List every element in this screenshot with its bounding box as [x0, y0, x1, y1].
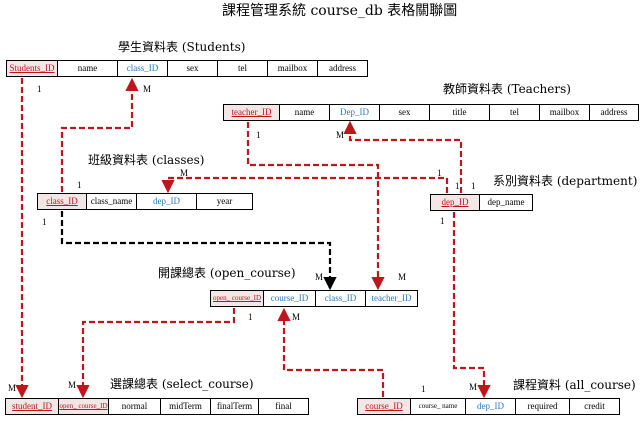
teachers-table-title: 教師資料表 (Teachers): [443, 82, 571, 96]
card-open-course-many: M: [292, 312, 301, 322]
card-dep-one-b: 1: [455, 181, 460, 191]
open-course-field-class-id: class_ID: [315, 291, 365, 306]
link-department-to-teachers: [343, 120, 463, 193]
card-classes-one-top: 1: [77, 180, 82, 190]
open-course-field-teacher-id: teacher_ID: [365, 291, 417, 306]
card-open-teacher-many: M: [398, 272, 407, 282]
select-course-field-normal: normal: [108, 399, 160, 414]
teachers-field-address: address: [589, 105, 638, 120]
students-field-students-id: Students_ID: [7, 61, 57, 76]
card-open-one: 1: [248, 312, 253, 322]
students-field-tel: tel: [217, 61, 267, 76]
open-course-field-course-id: course_ID: [263, 291, 315, 306]
students-field-address: address: [317, 61, 367, 76]
select-course-field-finalterm: finalTerm: [210, 399, 258, 414]
all-course-field-required: required: [515, 399, 569, 414]
department-field-dep-name: dep_name: [479, 195, 532, 210]
classes-field-dep-id: dep_ID: [136, 194, 196, 209]
card-classes-one-left: 1: [42, 217, 47, 227]
link-all-course-to-open-course: [277, 307, 385, 397]
teachers-field-name: name: [279, 105, 329, 120]
link-open-course-to-select-course: [76, 308, 236, 399]
teachers-field-mailbox: mailbox: [539, 105, 589, 120]
teachers-field-dep-id: Dep_ID: [329, 105, 379, 120]
all-course-field-course-id: course_ID: [358, 399, 410, 414]
teachers-field-tel: tel: [489, 105, 539, 120]
classes-table-title: 班級資料表 (classes): [88, 153, 205, 167]
open-course-field-open-course-id: open_ course_ID: [211, 291, 263, 306]
classes-field-class-id: class_ID: [38, 194, 86, 209]
select-course-table-title: 選課總表 (select_course): [110, 377, 254, 391]
teachers-field-teacher-id: teacher_ID: [224, 105, 279, 120]
department-field-dep-id: dep_ID: [431, 195, 479, 210]
classes-field-class-name: class_name: [86, 194, 136, 209]
teachers-field-sex: sex: [379, 105, 429, 120]
all-course-table-title: 課程資料 (all_course): [513, 378, 636, 392]
classes-field-year: year: [196, 194, 252, 209]
open-course-table-title: 開課總表 (open_course): [158, 266, 296, 280]
all-course-field-dep-id: dep_ID: [465, 399, 515, 414]
select-course-field-midterm: midTerm: [160, 399, 210, 414]
select-course-field-student-id: student_ID: [6, 399, 58, 414]
students-field-mailbox: mailbox: [267, 61, 317, 76]
card-all-course-one: 1: [421, 384, 426, 394]
select-course-field-open-course-id: open_ course_ID: [58, 399, 108, 414]
card-dep-one-d: 1: [440, 216, 445, 226]
card-students-many: M: [143, 84, 152, 94]
card-select-student-many: M: [8, 383, 17, 393]
diagram-title: 課程管理系統 course_db 表格關聯圖: [222, 3, 458, 19]
link-department-to-all-course: [452, 212, 491, 399]
department-table-title: 系別資料表 (department): [493, 174, 638, 188]
students-table-title: 學生資料表 (Students): [118, 40, 246, 54]
all-course-field-course-name: course_ name: [410, 399, 465, 414]
link-classes-to-open-course: [60, 211, 337, 291]
link-classes-to-students: [60, 77, 139, 192]
card-dep-one-a: 1: [437, 168, 442, 178]
students-field-class-id: class_ID: [117, 61, 167, 76]
card-dep-one-c: 1: [471, 181, 476, 191]
card-open-class-many: M: [315, 272, 324, 282]
all-course-field-credit: credit: [569, 399, 619, 414]
students-field-name: name: [57, 61, 117, 76]
card-select-open-many: M: [68, 380, 77, 390]
link-teachers-to-open-course: [246, 122, 385, 291]
card-all-course-many: M: [469, 382, 478, 392]
link-department-to-classes: [161, 176, 449, 194]
card-teachers-one: 1: [256, 130, 261, 140]
teachers-field-title: title: [429, 105, 489, 120]
card-classes-many: M: [180, 168, 189, 178]
select-course-field-final: final: [258, 399, 308, 414]
card-students-one: 1: [37, 84, 42, 94]
students-field-sex: sex: [167, 61, 217, 76]
card-teachers-many: M: [336, 130, 345, 140]
